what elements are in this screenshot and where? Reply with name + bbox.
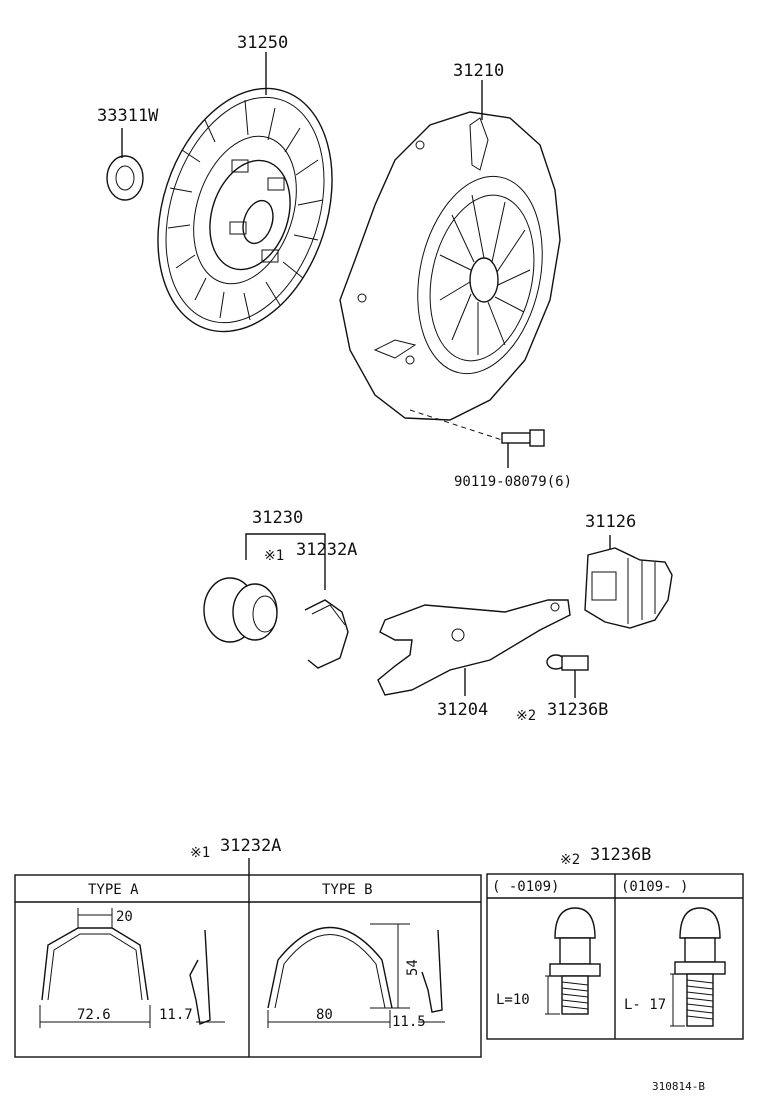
label-31236B: 31236B — [547, 700, 608, 720]
type-a-header: TYPE A — [88, 882, 139, 898]
mark-pivot: ※2 — [516, 708, 536, 724]
bolt — [501, 429, 545, 447]
release-bearing — [203, 577, 278, 643]
label-31250: 31250 — [237, 33, 288, 53]
label-bolt: 90119-08079(6) — [454, 474, 572, 490]
pivot-col2: (0109- ) — [621, 879, 688, 895]
dim-b-height: 54 — [405, 959, 421, 976]
type-b-clip — [267, 923, 445, 1028]
table-pivot — [486, 873, 744, 1040]
table-pivot-mark: ※2 — [560, 852, 580, 868]
table-clip-title: 31232A — [220, 836, 281, 856]
table-clip-mark: ※1 — [190, 845, 210, 861]
boot — [584, 547, 673, 629]
table-clip — [14, 874, 482, 1058]
clutch-disc — [157, 87, 333, 333]
pivot-long — [670, 907, 726, 1027]
pivot-l1: L=10 — [496, 992, 530, 1008]
type-b-header: TYPE B — [322, 882, 373, 898]
label-33311W: 33311W — [97, 106, 159, 126]
clutch-cover — [339, 111, 561, 421]
footer-code: 310814-B — [652, 1080, 705, 1093]
dim-a-top: 20 — [116, 909, 133, 925]
pivot-col1: ( -0109) — [492, 879, 559, 895]
label-31232A: 31232A — [296, 540, 357, 560]
dim-a-width: 72.6 — [77, 1007, 111, 1023]
pivot-stud — [546, 654, 589, 671]
label-31210: 31210 — [453, 61, 504, 81]
pivot-short — [545, 907, 601, 1015]
label-31126: 31126 — [585, 512, 636, 532]
label-31204: 31204 — [437, 700, 488, 720]
dim-b-width: 80 — [316, 1007, 333, 1023]
dim-b-side: 11.5 — [392, 1014, 426, 1030]
mark-clip: ※1 — [264, 548, 284, 564]
release-fork — [377, 599, 571, 696]
pilot-bearing — [106, 128, 144, 201]
pivot-l2: L- 17 — [624, 997, 666, 1013]
clip — [304, 599, 349, 669]
bracket-31230 — [245, 533, 326, 590]
label-31230: 31230 — [252, 508, 303, 528]
type-a-clip — [39, 908, 225, 1028]
dim-a-side: 11.7 — [159, 1007, 193, 1023]
table-pivot-title: 31236B — [590, 845, 651, 865]
